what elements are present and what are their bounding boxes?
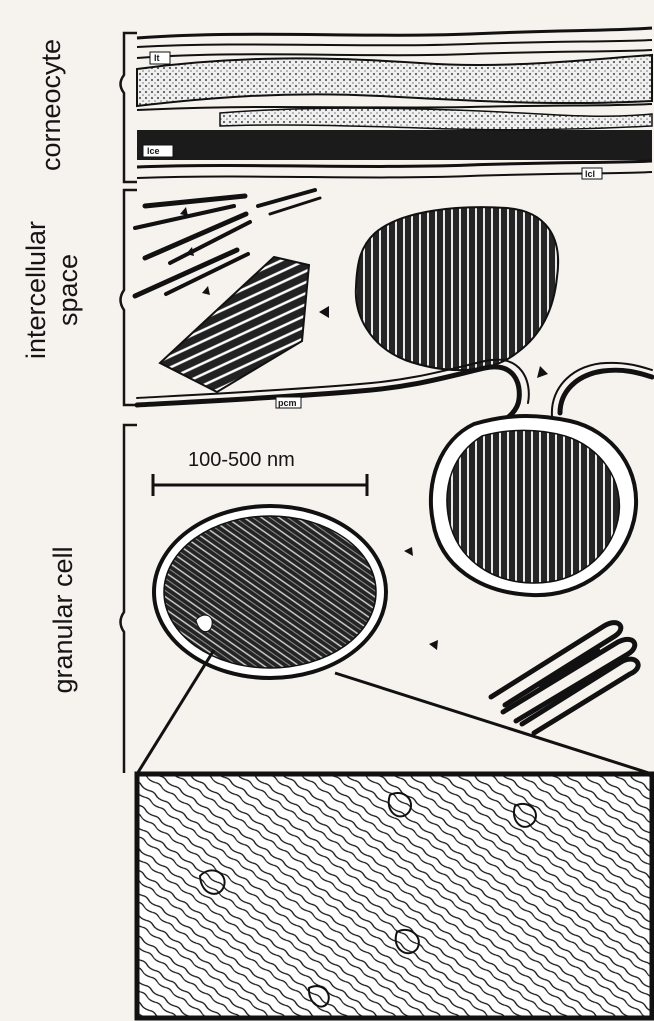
- corneocyte-layers: lt lce lcl: [137, 28, 652, 179]
- arrow-1: [180, 207, 188, 216]
- zoom-connector-left: [137, 650, 214, 774]
- stipple-band-upper: [137, 55, 652, 106]
- lamella-line-6: [137, 172, 652, 178]
- stipple-band-lower: [220, 108, 652, 130]
- lcl-label: lcl: [585, 169, 595, 179]
- lipid-zoom-panel: [137, 774, 652, 1018]
- lipid-zoom-frame: [137, 774, 652, 1018]
- left-brackets: [121, 33, 138, 773]
- corneocyte-bracket: [121, 33, 138, 182]
- secreted-granule: [356, 207, 558, 370]
- golgi-stack-3: [522, 659, 638, 733]
- intercellular-label: intercellular: [21, 221, 51, 359]
- scale-bar-label: 100-500 nm: [188, 449, 295, 471]
- pcm-label: pcm: [278, 398, 297, 408]
- lipid-sheet-1: [145, 196, 245, 206]
- corneocyte-envelope-band: [137, 130, 652, 160]
- arrow-4: [319, 306, 329, 318]
- corneocyte-label: corneocyte: [36, 39, 66, 171]
- lamella-line-3: [137, 50, 652, 58]
- arrow-3: [202, 286, 210, 295]
- granular-cell-label: granular cell: [48, 546, 78, 693]
- space-label: space: [53, 254, 83, 326]
- lamella-line-2: [137, 40, 652, 47]
- fusing-body-core: [447, 430, 619, 583]
- arrow-5: [537, 366, 548, 378]
- lamella-line-5: [137, 161, 652, 167]
- lt-label-box: [150, 52, 170, 64]
- granular-cell-bracket: [121, 425, 138, 773]
- arrow-7: [429, 640, 438, 650]
- arrow-6: [404, 547, 413, 556]
- fusion-opening-right: [560, 370, 652, 413]
- lce-label: lce: [147, 146, 160, 156]
- lamella-line-1: [137, 28, 652, 38]
- golgi-stacks: [491, 623, 638, 733]
- lamellar-body: [154, 506, 386, 678]
- scale-bar: [153, 474, 367, 496]
- fusing-lamellar-body: [431, 416, 636, 595]
- lt-label: lt: [154, 53, 160, 63]
- lamellar-body-core: [164, 516, 376, 668]
